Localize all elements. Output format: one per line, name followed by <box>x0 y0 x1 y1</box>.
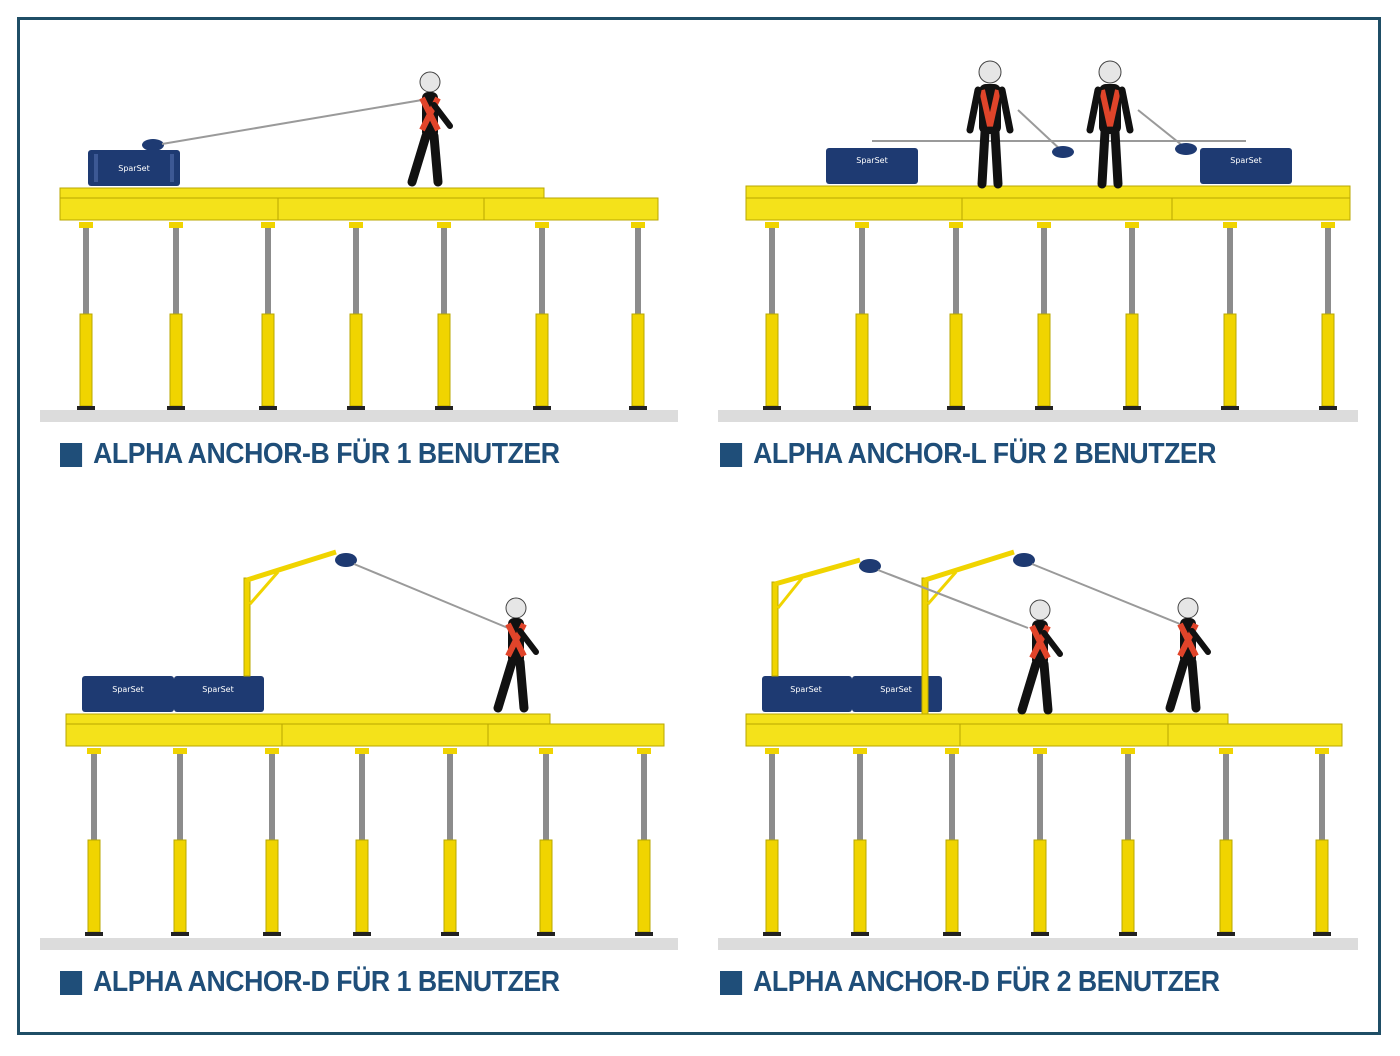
bullet-square <box>720 970 743 995</box>
caption-text: ALPHA ANCHOR-B FÜR 1 BENUTZER <box>93 438 560 470</box>
brand-label: SparSet <box>880 685 911 694</box>
panel-anchor-d-1: SparSet SparSet ALPHA ANCHOR-D FÜR 1 BEN… <box>38 538 698 1038</box>
fall-arrester-icon <box>142 139 164 151</box>
anchor-block-icon: SparSet <box>174 676 264 712</box>
worker-icon <box>966 60 1014 189</box>
panel-anchor-d-2: SparSet SparSet <box>718 538 1378 1038</box>
caption-anchor-d-1: ALPHA ANCHOR-D FÜR 1 BENUTZER <box>60 966 560 999</box>
scene-anchor-d-2: SparSet SparSet <box>718 549 1358 950</box>
scene-anchor-l-2: SparSet SparSet <box>718 60 1358 422</box>
caption-text: ALPHA ANCHOR-D FÜR 1 BENUTZER <box>93 966 560 998</box>
anchor-block-icon: SparSet <box>762 676 852 712</box>
davit-arm-icon <box>771 557 861 677</box>
brand-label: SparSet <box>118 164 149 173</box>
lifeline-cable <box>1031 563 1181 625</box>
worker-icon <box>407 71 453 187</box>
fall-arrester-icon <box>1013 553 1035 567</box>
worker-icon <box>1086 60 1134 189</box>
lifeline-cable <box>161 99 423 145</box>
bullet-square <box>60 442 83 467</box>
anchor-block-icon: SparSet <box>852 676 942 712</box>
props <box>763 748 1331 936</box>
fall-arrester-icon <box>1052 146 1074 158</box>
davit-arm-icon <box>921 549 1015 715</box>
caption-anchor-d-2: ALPHA ANCHOR-D FÜR 2 BENUTZER <box>720 966 1220 999</box>
figure-frame <box>17 17 1381 1035</box>
props <box>77 222 647 410</box>
anchor-block-icon: SparSet <box>88 139 180 186</box>
brand-label: SparSet <box>1230 156 1261 165</box>
worker-icon <box>1017 599 1063 715</box>
lifeline-cable <box>353 563 509 629</box>
brand-label: SparSet <box>856 156 887 165</box>
caption-text: ALPHA ANCHOR-L FÜR 2 BENUTZER <box>753 438 1217 470</box>
worker-icon <box>493 597 539 713</box>
shoring-frame <box>40 713 678 950</box>
caption-text: ALPHA ANCHOR-D FÜR 2 BENUTZER <box>753 966 1220 998</box>
brand-label: SparSet <box>202 685 233 694</box>
worker-icon <box>1165 597 1211 713</box>
fall-arrester-icon <box>335 553 357 567</box>
props <box>85 748 653 936</box>
fall-arrester-icon <box>859 559 881 573</box>
anchor-block-icon: SparSet <box>1200 148 1292 184</box>
shoring-frame <box>40 187 678 422</box>
caption-anchor-l-2: ALPHA ANCHOR-L FÜR 2 BENUTZER <box>720 438 1217 471</box>
fall-arrester-icon <box>1175 143 1197 155</box>
panel-anchor-b-1: SparSet ALPHA ANCHOR-B FÜR 1 BENUTZER <box>38 40 698 540</box>
scene-anchor-d-1: SparSet SparSet <box>40 549 678 950</box>
davit-arm-icon <box>243 549 337 677</box>
shoring-frame <box>718 185 1358 422</box>
bullet-square <box>60 970 83 995</box>
props <box>763 222 1337 410</box>
anchor-block-icon: SparSet <box>82 676 174 712</box>
panel-anchor-l-2: SparSet SparSet ALPHA ANCHOR-L FÜR 2 BEN… <box>718 40 1378 540</box>
caption-anchor-b-1: ALPHA ANCHOR-B FÜR 1 BENUTZER <box>60 438 560 471</box>
lifeline-cable <box>877 569 1029 629</box>
brand-label: SparSet <box>112 685 143 694</box>
bullet-square <box>720 442 743 467</box>
scene-anchor-b-1: SparSet <box>40 71 678 422</box>
anchor-block-icon: SparSet <box>826 148 918 184</box>
brand-label: SparSet <box>790 685 821 694</box>
shoring-frame <box>718 713 1358 950</box>
